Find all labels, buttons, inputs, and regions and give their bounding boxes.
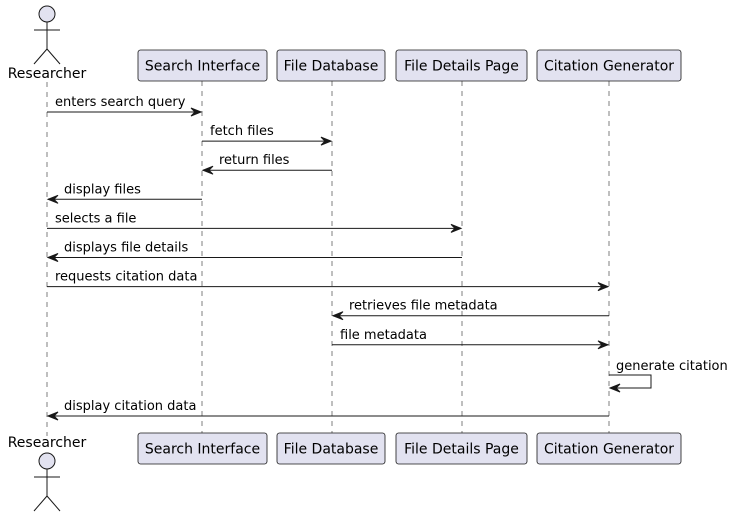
arrowhead-icon bbox=[450, 223, 463, 233]
message-label: retrieves file metadata bbox=[349, 299, 498, 314]
participant-db-top: File Database bbox=[276, 49, 386, 82]
message-10: generate citation bbox=[608, 359, 728, 393]
arrowhead-icon bbox=[331, 311, 344, 321]
message-label: file metadata bbox=[340, 328, 427, 343]
participant-search-bottom: Search Interface bbox=[137, 432, 268, 465]
message-label: requests citation data bbox=[55, 270, 197, 285]
arrowhead-icon bbox=[201, 165, 214, 175]
participant-db-bottom: File Database bbox=[276, 432, 386, 465]
participant-citation-bottom: Citation Generator bbox=[536, 432, 682, 465]
arrowhead-icon bbox=[46, 253, 59, 262]
participant-search-top: Search Interface bbox=[137, 49, 268, 82]
participant-box bbox=[395, 49, 528, 82]
participant-label-search: Search Interface bbox=[145, 442, 260, 458]
message-4: display files bbox=[46, 182, 202, 204]
participant-box bbox=[536, 432, 682, 465]
participant-box bbox=[137, 49, 268, 82]
message-11: display citation data bbox=[46, 399, 609, 421]
message-3: return files bbox=[201, 153, 332, 175]
participant-citation-top: Citation Generator bbox=[536, 49, 682, 82]
message-label: enters search query bbox=[55, 95, 186, 110]
arrowhead-icon bbox=[46, 411, 59, 421]
arrowhead-icon bbox=[46, 194, 59, 204]
participant-box bbox=[276, 432, 386, 465]
message-arrow-line bbox=[609, 374, 652, 389]
message-label: return files bbox=[219, 153, 290, 168]
message-6: displays file details bbox=[46, 241, 462, 262]
participant-label-db: File Database bbox=[284, 59, 379, 75]
actor-icon-bottom bbox=[33, 452, 61, 512]
participant-label-citation: Citation Generator bbox=[544, 59, 674, 75]
message-7: requests citation data bbox=[47, 270, 610, 292]
message-label: display citation data bbox=[64, 399, 196, 414]
message-2: fetch files bbox=[202, 124, 333, 146]
participant-label-details: File Details Page bbox=[404, 59, 519, 75]
participant-box bbox=[137, 432, 268, 465]
participant-label-researcher-top: Researcher bbox=[8, 66, 87, 82]
participant-box bbox=[536, 49, 682, 82]
participant-label-details: File Details Page bbox=[404, 442, 519, 458]
message-label: fetch files bbox=[210, 124, 274, 139]
participant-label-citation: Citation Generator bbox=[544, 442, 674, 458]
arrowhead-icon bbox=[190, 107, 203, 117]
arrowhead-icon bbox=[608, 383, 621, 393]
message-label: selects a file bbox=[55, 211, 136, 226]
participant-box bbox=[395, 432, 528, 465]
arrowhead-icon bbox=[320, 136, 333, 146]
message-label: display files bbox=[64, 182, 141, 197]
arrowhead-icon bbox=[597, 340, 610, 350]
participant-details-top: File Details Page bbox=[395, 49, 528, 82]
participant-label-researcher-bottom: Researcher bbox=[8, 435, 87, 451]
participant-label-db: File Database bbox=[284, 442, 379, 458]
message-5: selects a file bbox=[47, 211, 463, 233]
message-9: file metadata bbox=[332, 328, 610, 350]
message-1: enters search query bbox=[47, 95, 203, 117]
actor-icon-top bbox=[33, 5, 61, 65]
message-8: retrieves file metadata bbox=[331, 299, 609, 321]
arrowhead-icon bbox=[597, 282, 610, 292]
participant-box bbox=[276, 49, 386, 82]
participant-details-bottom: File Details Page bbox=[395, 432, 528, 465]
message-label: displays file details bbox=[64, 241, 189, 256]
participant-label-search: Search Interface bbox=[145, 59, 260, 75]
message-label: generate citation bbox=[616, 359, 728, 374]
